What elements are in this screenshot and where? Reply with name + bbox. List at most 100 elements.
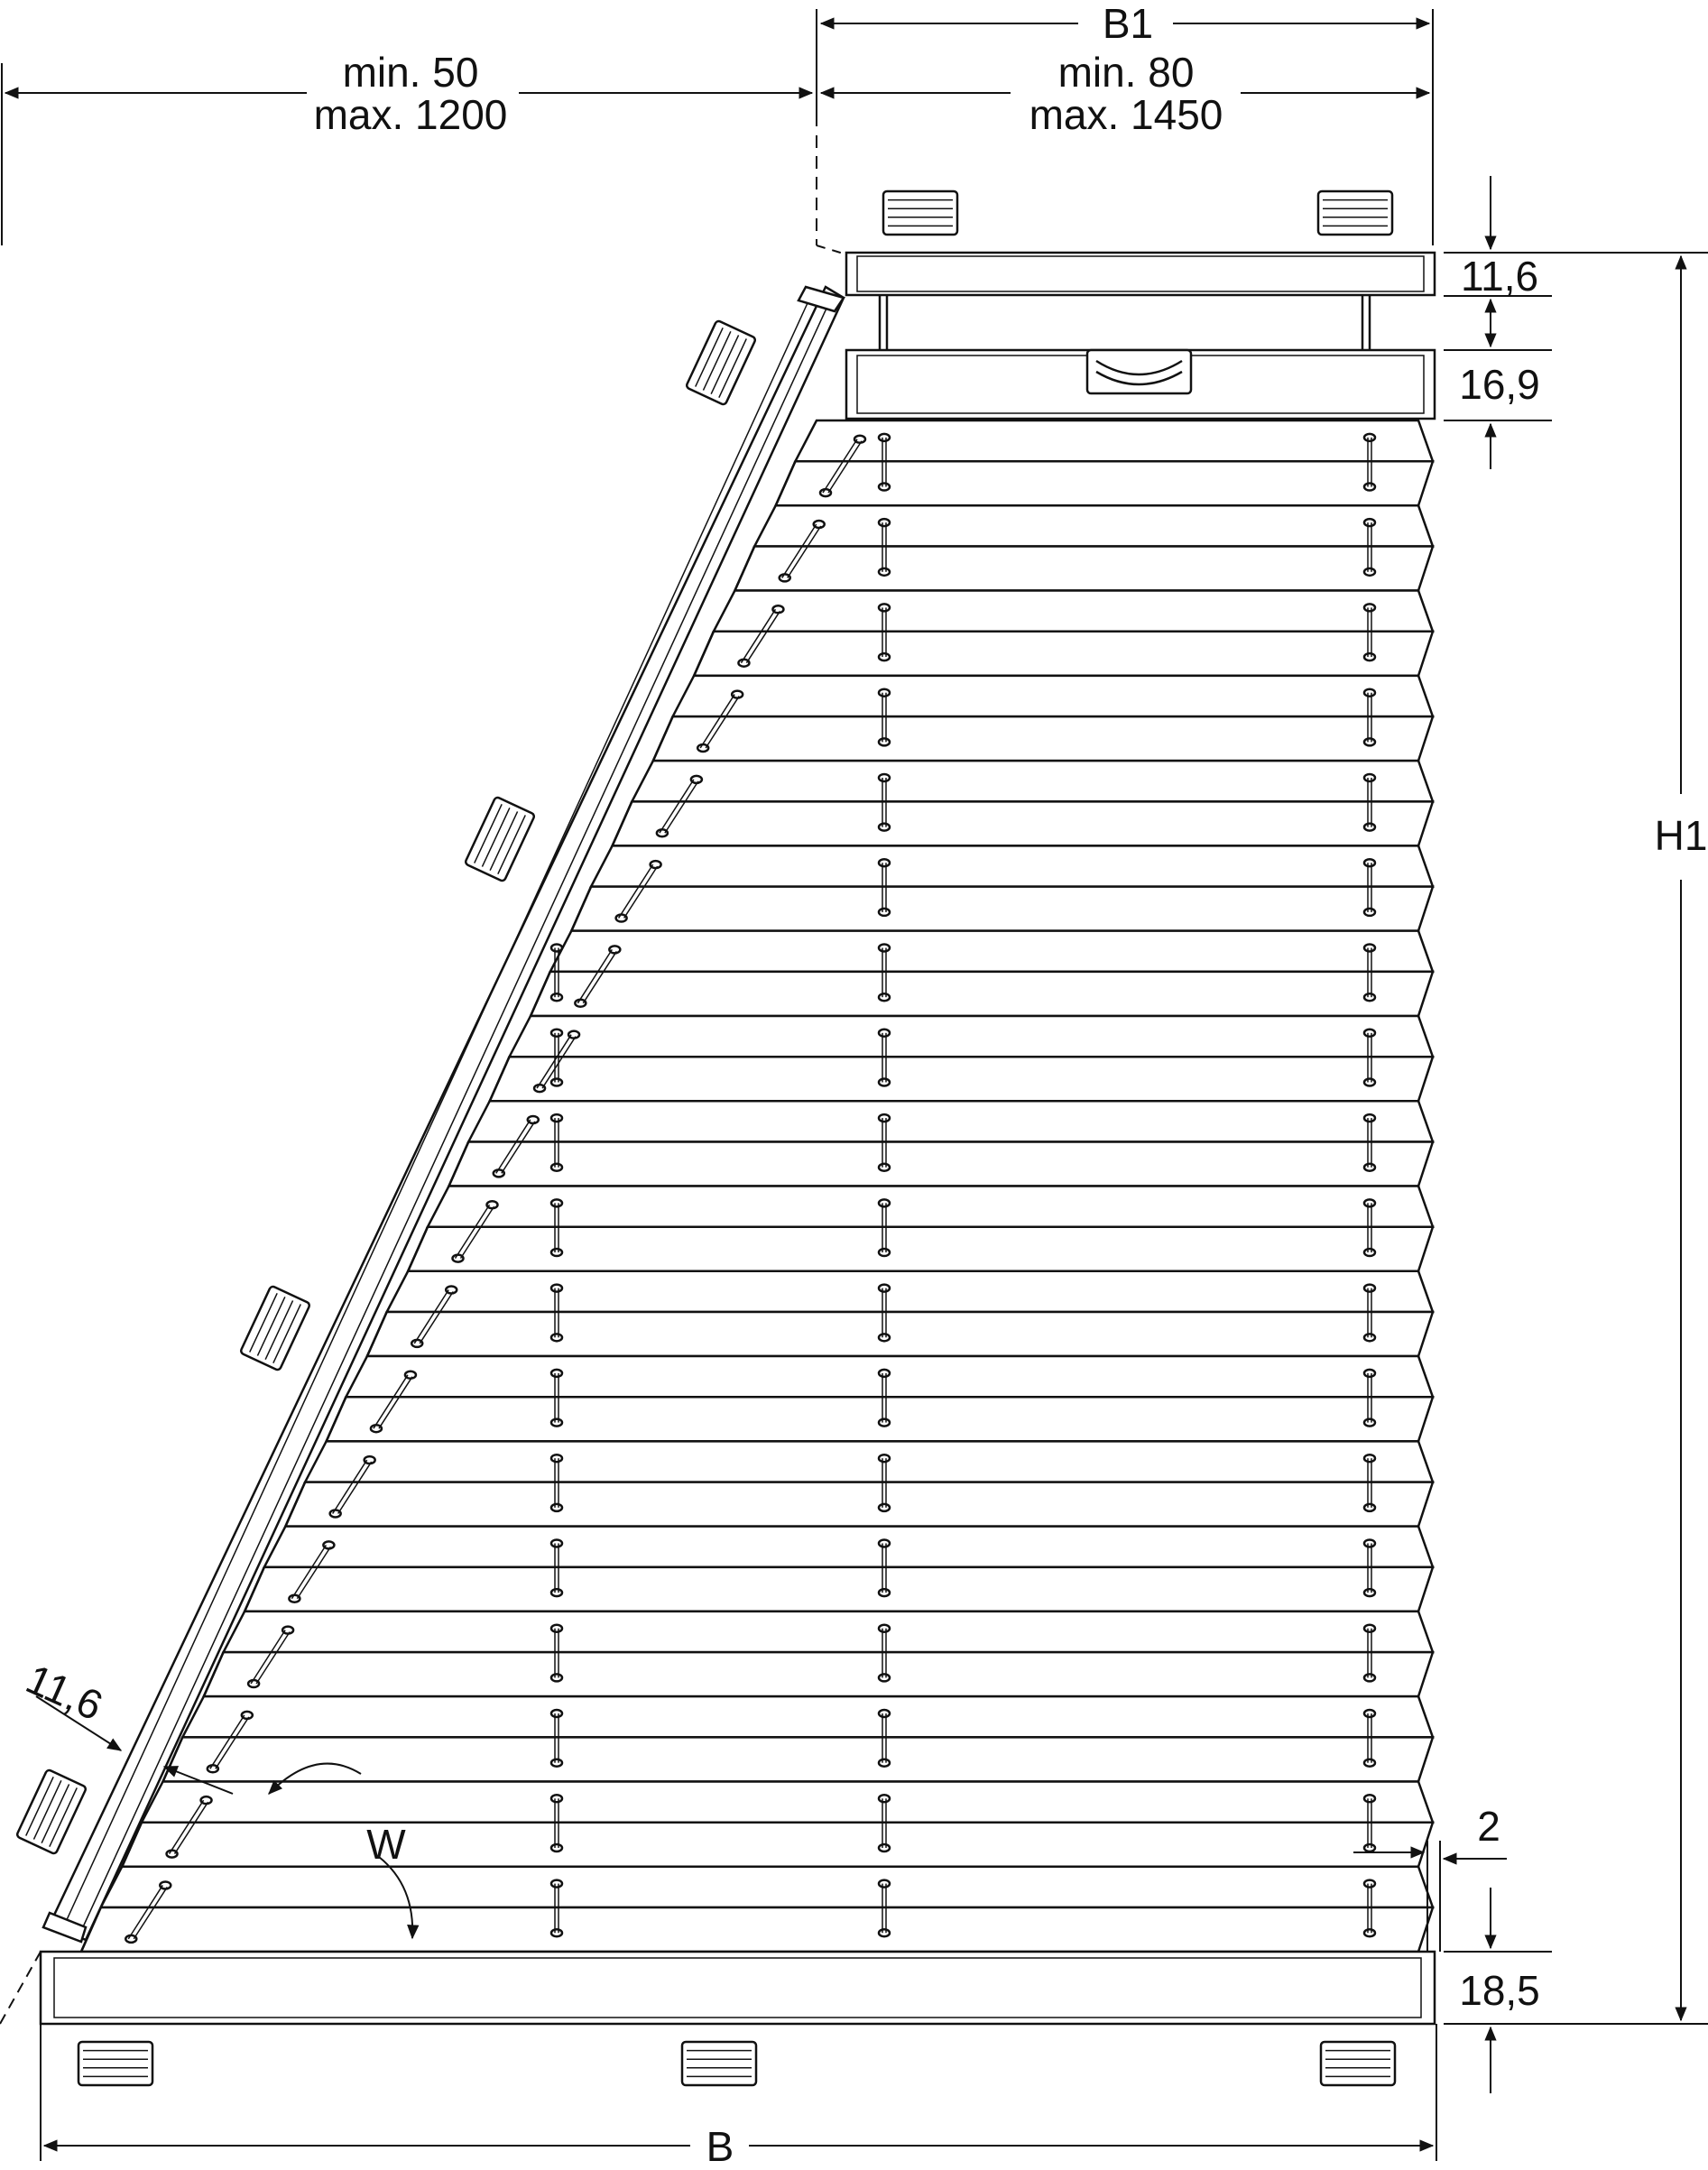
pleat <box>733 504 1435 592</box>
angle-arrow <box>162 1766 234 1795</box>
mounting-bracket-icon <box>77 2040 154 2087</box>
cord-hole <box>877 1879 891 1938</box>
cord-hole <box>549 1028 564 1087</box>
cord-hole <box>1362 1538 1377 1598</box>
mounting-bracket-icon <box>15 1768 88 1855</box>
cord-hole <box>1362 688 1377 747</box>
mounting-bracket-icon <box>1316 189 1394 236</box>
slanted-rail <box>48 285 845 1942</box>
slanted-cord <box>614 859 662 923</box>
cord-hole <box>549 1453 564 1513</box>
slanted-rail-inner <box>80 300 831 1932</box>
left-width-min-label: min. 50 <box>343 49 479 96</box>
cord-hole <box>877 1198 891 1258</box>
pleat <box>651 674 1435 762</box>
cord-hole <box>1362 1283 1377 1343</box>
slanted-rail-width-label: 11,6 <box>20 1655 110 1730</box>
cord-hole <box>877 1794 891 1853</box>
slanted-cord <box>778 519 826 583</box>
slanted-rail-inner <box>64 292 813 1925</box>
top-rail <box>845 251 1436 297</box>
mounting-bracket-icon <box>680 2040 758 2087</box>
cord-hole <box>1362 1198 1377 1258</box>
mounting-bracket-icon <box>1319 2040 1397 2087</box>
pleat <box>324 1354 1435 1443</box>
cord-hole <box>1362 1453 1377 1513</box>
pleat <box>447 1099 1435 1187</box>
pleat <box>569 845 1435 932</box>
slanted-cord <box>655 774 704 838</box>
slanted-rail-cap <box>42 1911 88 1944</box>
cord-hole <box>549 1368 564 1427</box>
slanted-cord <box>288 1540 336 1603</box>
pleat <box>79 1865 1435 1953</box>
pleat <box>243 1525 1435 1613</box>
slanted-cord <box>574 945 622 1009</box>
pleated-fabric <box>79 419 1435 1953</box>
pleat <box>283 1440 1435 1528</box>
slanted-cord <box>818 434 867 498</box>
pleat <box>201 1610 1435 1698</box>
cord-hole <box>877 432 891 492</box>
cord-hole <box>1362 857 1377 918</box>
cord-hole <box>877 1113 891 1173</box>
cord-hole <box>549 1879 564 1938</box>
cord-hole <box>549 1708 564 1768</box>
right-width-max-label: max. 1450 <box>1029 91 1223 138</box>
bottom-rail <box>39 1950 1436 2026</box>
mounting-bracket-icon <box>685 319 757 406</box>
cord-hole <box>549 1623 564 1683</box>
slanted-cord <box>206 1710 254 1774</box>
bottom-rail-inner <box>53 1957 1422 2018</box>
cord-hole <box>1362 1028 1377 1087</box>
slanted-cord <box>532 1030 581 1094</box>
slanted-cord <box>369 1370 418 1434</box>
angle-w-label: W <box>366 1821 406 1868</box>
left-width-max-label: max. 1200 <box>314 91 508 138</box>
cord-hole <box>877 1623 891 1683</box>
cord-hole <box>877 1453 891 1513</box>
cord-hole <box>549 943 564 1002</box>
cord-hole <box>1362 943 1377 1002</box>
pleat <box>529 929 1435 1018</box>
cord-hole <box>877 772 891 832</box>
cord-hole <box>877 1028 891 1087</box>
top-rail-height-label: 11,6 <box>1461 253 1538 300</box>
angle-arrow <box>378 1856 420 1940</box>
pleat <box>773 419 1435 507</box>
slanted-rail-arrow <box>35 1695 123 1751</box>
cord-hole <box>877 1368 891 1427</box>
slanted-cord <box>328 1454 376 1519</box>
cord-hole <box>1362 1708 1377 1768</box>
pleat <box>692 589 1435 678</box>
cord-hole <box>549 1794 564 1853</box>
slanted-cord <box>696 689 744 753</box>
pleat <box>161 1694 1435 1783</box>
headrail-height-label: 16,9 <box>1459 361 1540 408</box>
cord-hole <box>877 1708 891 1768</box>
cord-hole <box>549 1198 564 1258</box>
mounting-bracket-icon <box>882 189 959 236</box>
cord-hole <box>877 1538 891 1598</box>
b1-label: B1 <box>1103 0 1153 47</box>
mounting-bracket-icon <box>239 1285 311 1371</box>
gap-label: 2 <box>1477 1803 1500 1850</box>
handle-icon <box>1085 348 1193 395</box>
slanted-cord <box>492 1114 540 1178</box>
extension-line <box>0 1951 42 2025</box>
cord-hole <box>1362 1879 1377 1938</box>
slanted-rail-cap <box>797 285 845 313</box>
cord-hole <box>1362 772 1377 832</box>
cord-hole <box>549 1113 564 1173</box>
slanted-cord <box>410 1285 458 1349</box>
cord-hole <box>1362 1113 1377 1173</box>
slanted-cord <box>451 1199 499 1263</box>
cord-hole <box>877 603 891 662</box>
cord-hole <box>1362 517 1377 577</box>
cord-hole <box>1362 1368 1377 1427</box>
slanted-cord <box>246 1625 295 1689</box>
cord-hole <box>1362 1623 1377 1683</box>
slanted-cord <box>737 605 785 668</box>
